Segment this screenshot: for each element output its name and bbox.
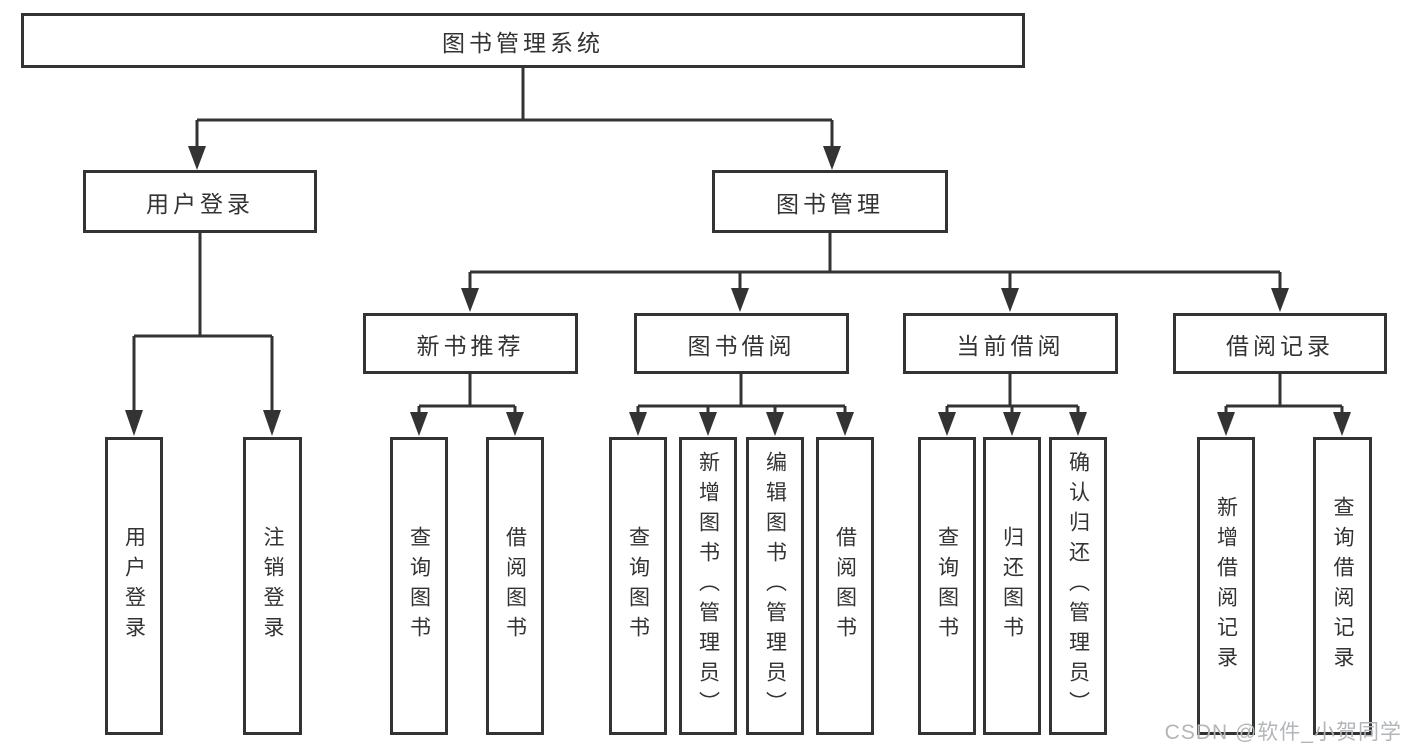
leaf-logout: 注销登录 — [243, 437, 302, 735]
leaf-label: 编辑图书（管理员） — [763, 451, 787, 721]
arrowhead — [629, 412, 647, 436]
leaf-user-login: 用户登录 — [105, 437, 163, 735]
node-label: 新书推荐 — [416, 332, 525, 359]
arrowhead — [1271, 288, 1289, 312]
arrowhead — [1001, 288, 1019, 312]
csdn-watermark: CSDN @软件_小贺同学 — [1164, 721, 1402, 744]
arrowhead — [938, 412, 956, 436]
node-label: 图书借阅 — [687, 332, 796, 359]
node-current-borrowing: 当前借阅 — [903, 313, 1118, 374]
node-label: 图书管理 — [776, 190, 884, 217]
connector-new-book-recommendation — [410, 374, 524, 436]
arrowhead — [766, 412, 784, 436]
leaf-confirm-return-admin: 确认归还（管理员） — [1049, 437, 1107, 735]
leaf-label: 用户登录 — [122, 526, 146, 646]
arrowhead — [506, 412, 524, 436]
leaf-label: 查询图书 — [935, 526, 959, 646]
arrowhead — [1333, 412, 1351, 436]
leaf-label: 查询图书 — [626, 526, 650, 646]
arrowhead — [125, 410, 143, 436]
arrowhead — [461, 288, 479, 312]
leaf-borrow-books-2: 借阅图书 — [816, 437, 874, 735]
leaf-query-books-2: 查询图书 — [609, 437, 667, 735]
leaf-borrow-books-1: 借阅图书 — [486, 437, 544, 735]
connector-user-login — [125, 233, 281, 436]
leaf-label: 新增借阅记录 — [1214, 496, 1238, 676]
arrowhead — [188, 146, 206, 170]
node-book-management: 图书管理 — [712, 170, 948, 233]
connector-root — [188, 68, 841, 170]
connector-borrowing-records — [1217, 374, 1351, 436]
leaf-label: 借阅图书 — [833, 526, 857, 646]
connector-current-borrowing — [938, 374, 1087, 436]
node-label: 当前借阅 — [956, 332, 1065, 359]
arrowhead — [699, 412, 717, 436]
node-book-borrowing: 图书借阅 — [634, 313, 849, 374]
leaf-label: 查询借阅记录 — [1331, 496, 1354, 676]
node-label: 图书管理系统 — [442, 29, 604, 56]
arrowhead — [823, 146, 841, 170]
leaf-label: 注销登录 — [261, 526, 284, 646]
node-user-login: 用户登录 — [83, 170, 317, 233]
leaf-add-borrow-record: 新增借阅记录 — [1197, 437, 1255, 735]
arrowhead — [836, 412, 854, 436]
node-library-management-system: 图书管理系统 — [21, 13, 1025, 68]
leaf-label: 借阅图书 — [503, 526, 527, 646]
leaf-add-book-admin: 新增图书（管理员） — [679, 437, 737, 735]
leaf-label: 确认归还（管理员） — [1066, 451, 1090, 721]
leaf-label: 归还图书 — [1000, 526, 1024, 646]
leaf-query-borrow-record: 查询借阅记录 — [1313, 437, 1372, 735]
arrowhead — [1069, 412, 1087, 436]
arrowhead — [731, 288, 749, 312]
node-new-book-recommendation: 新书推荐 — [363, 313, 578, 374]
leaf-return-book: 归还图书 — [983, 437, 1041, 735]
leaf-query-books-3: 查询图书 — [918, 437, 976, 735]
arrowhead — [1217, 412, 1235, 436]
connector-book-management — [461, 233, 1289, 312]
node-label: 用户登录 — [146, 190, 254, 217]
node-borrowing-records: 借阅记录 — [1173, 313, 1387, 374]
leaf-label: 新增图书（管理员） — [696, 451, 720, 721]
leaf-edit-book-admin: 编辑图书（管理员） — [746, 437, 804, 735]
arrowhead — [1003, 412, 1021, 436]
arrowhead — [410, 412, 428, 436]
leaf-label: 查询图书 — [407, 526, 431, 646]
node-label: 借阅记录 — [1226, 332, 1334, 359]
arrowhead — [263, 410, 281, 436]
connector-book-borrowing — [629, 374, 854, 436]
leaf-query-books-1: 查询图书 — [390, 437, 448, 735]
